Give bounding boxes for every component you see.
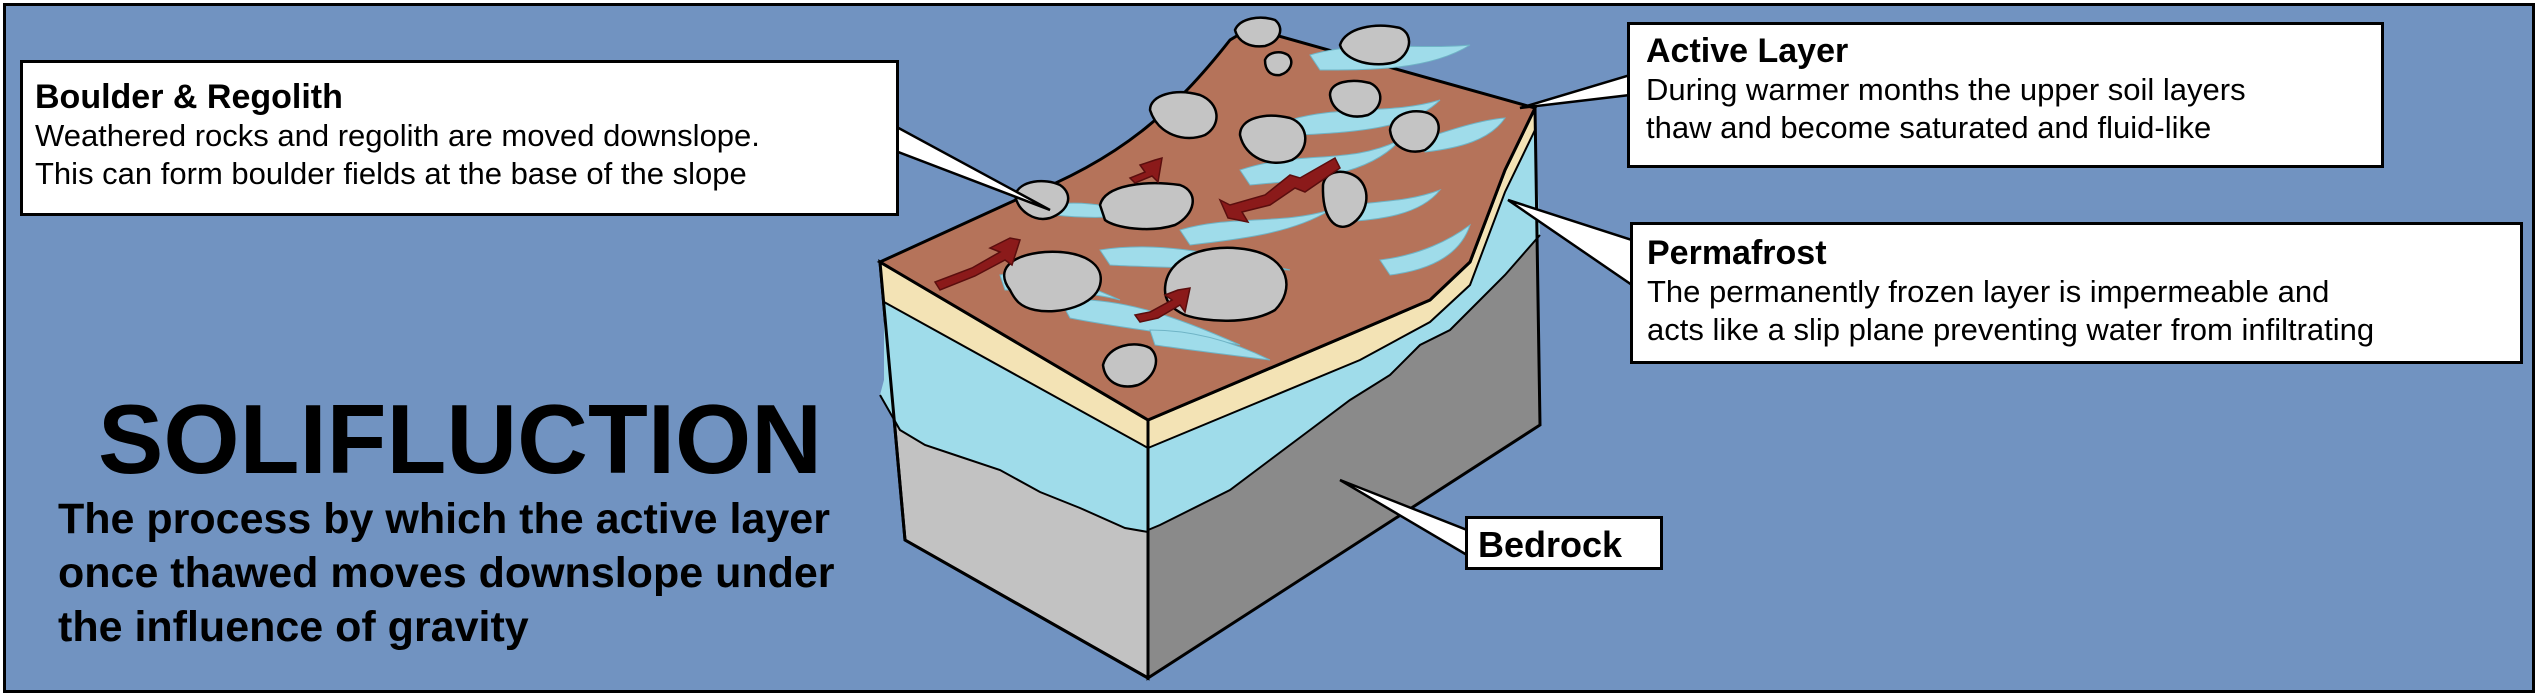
right-face-permafrost xyxy=(1148,130,1540,530)
callout-pointers xyxy=(891,73,1634,558)
left-face-permafrost-boundary xyxy=(879,394,1149,533)
boulder xyxy=(1328,79,1382,118)
permafrost-text: The permanently frozen layer is impermea… xyxy=(1647,274,2375,347)
boulder xyxy=(1163,246,1288,322)
boulder-regolith-text: Weathered rocks and regolith are moved d… xyxy=(35,118,760,191)
definition-text: The process by which the active layer on… xyxy=(58,495,835,651)
boulders xyxy=(1003,16,1440,388)
left-face-active-boundary xyxy=(883,301,1149,449)
flow-arrow xyxy=(1218,156,1341,224)
permafrost-callout: Permafrost The permanently frozen layer … xyxy=(1630,222,2523,364)
active-layer-heading: Active Layer xyxy=(1646,32,1849,70)
flow-arrow xyxy=(1128,156,1163,184)
flow-arrows xyxy=(933,156,1341,323)
permafrost-heading: Permafrost xyxy=(1647,234,1827,272)
boulder xyxy=(1321,170,1368,228)
boulder-regolith-heading: Boulder & Regolith xyxy=(35,78,343,116)
flow-arrow xyxy=(933,237,1021,291)
boulder-pointer xyxy=(891,122,1051,212)
boulder xyxy=(1263,51,1293,77)
boulder xyxy=(1388,110,1440,153)
boulder xyxy=(1338,24,1411,66)
right-face-active-boundary xyxy=(1147,129,1536,449)
boulder xyxy=(1148,91,1218,140)
flow-arrow xyxy=(1133,287,1191,323)
boulder xyxy=(1101,343,1158,388)
boulder-regolith-callout: Boulder & Regolith Weathered rocks and r… xyxy=(20,60,899,216)
left-face-active-layer xyxy=(880,262,1148,448)
boulder xyxy=(1013,179,1070,221)
boulder xyxy=(1003,250,1102,313)
boulder xyxy=(1233,16,1282,48)
bedrock-heading: Bedrock xyxy=(1478,524,1623,565)
active-layer-callout: Active Layer During warmer months the up… xyxy=(1627,22,2384,168)
left-face-permafrost xyxy=(880,302,1148,532)
active-layer-pointer xyxy=(1519,73,1632,110)
bedrock-callout: Bedrock xyxy=(1465,516,1663,570)
right-face-permafrost-boundary xyxy=(1147,234,1541,531)
right-face-active-layer xyxy=(1148,108,1535,448)
diagram-title: SOLIFLUCTION xyxy=(98,384,823,494)
boulder xyxy=(1238,114,1307,164)
boulder xyxy=(1098,181,1194,231)
active-layer-text: During warmer months the upper soil laye… xyxy=(1646,72,2246,145)
